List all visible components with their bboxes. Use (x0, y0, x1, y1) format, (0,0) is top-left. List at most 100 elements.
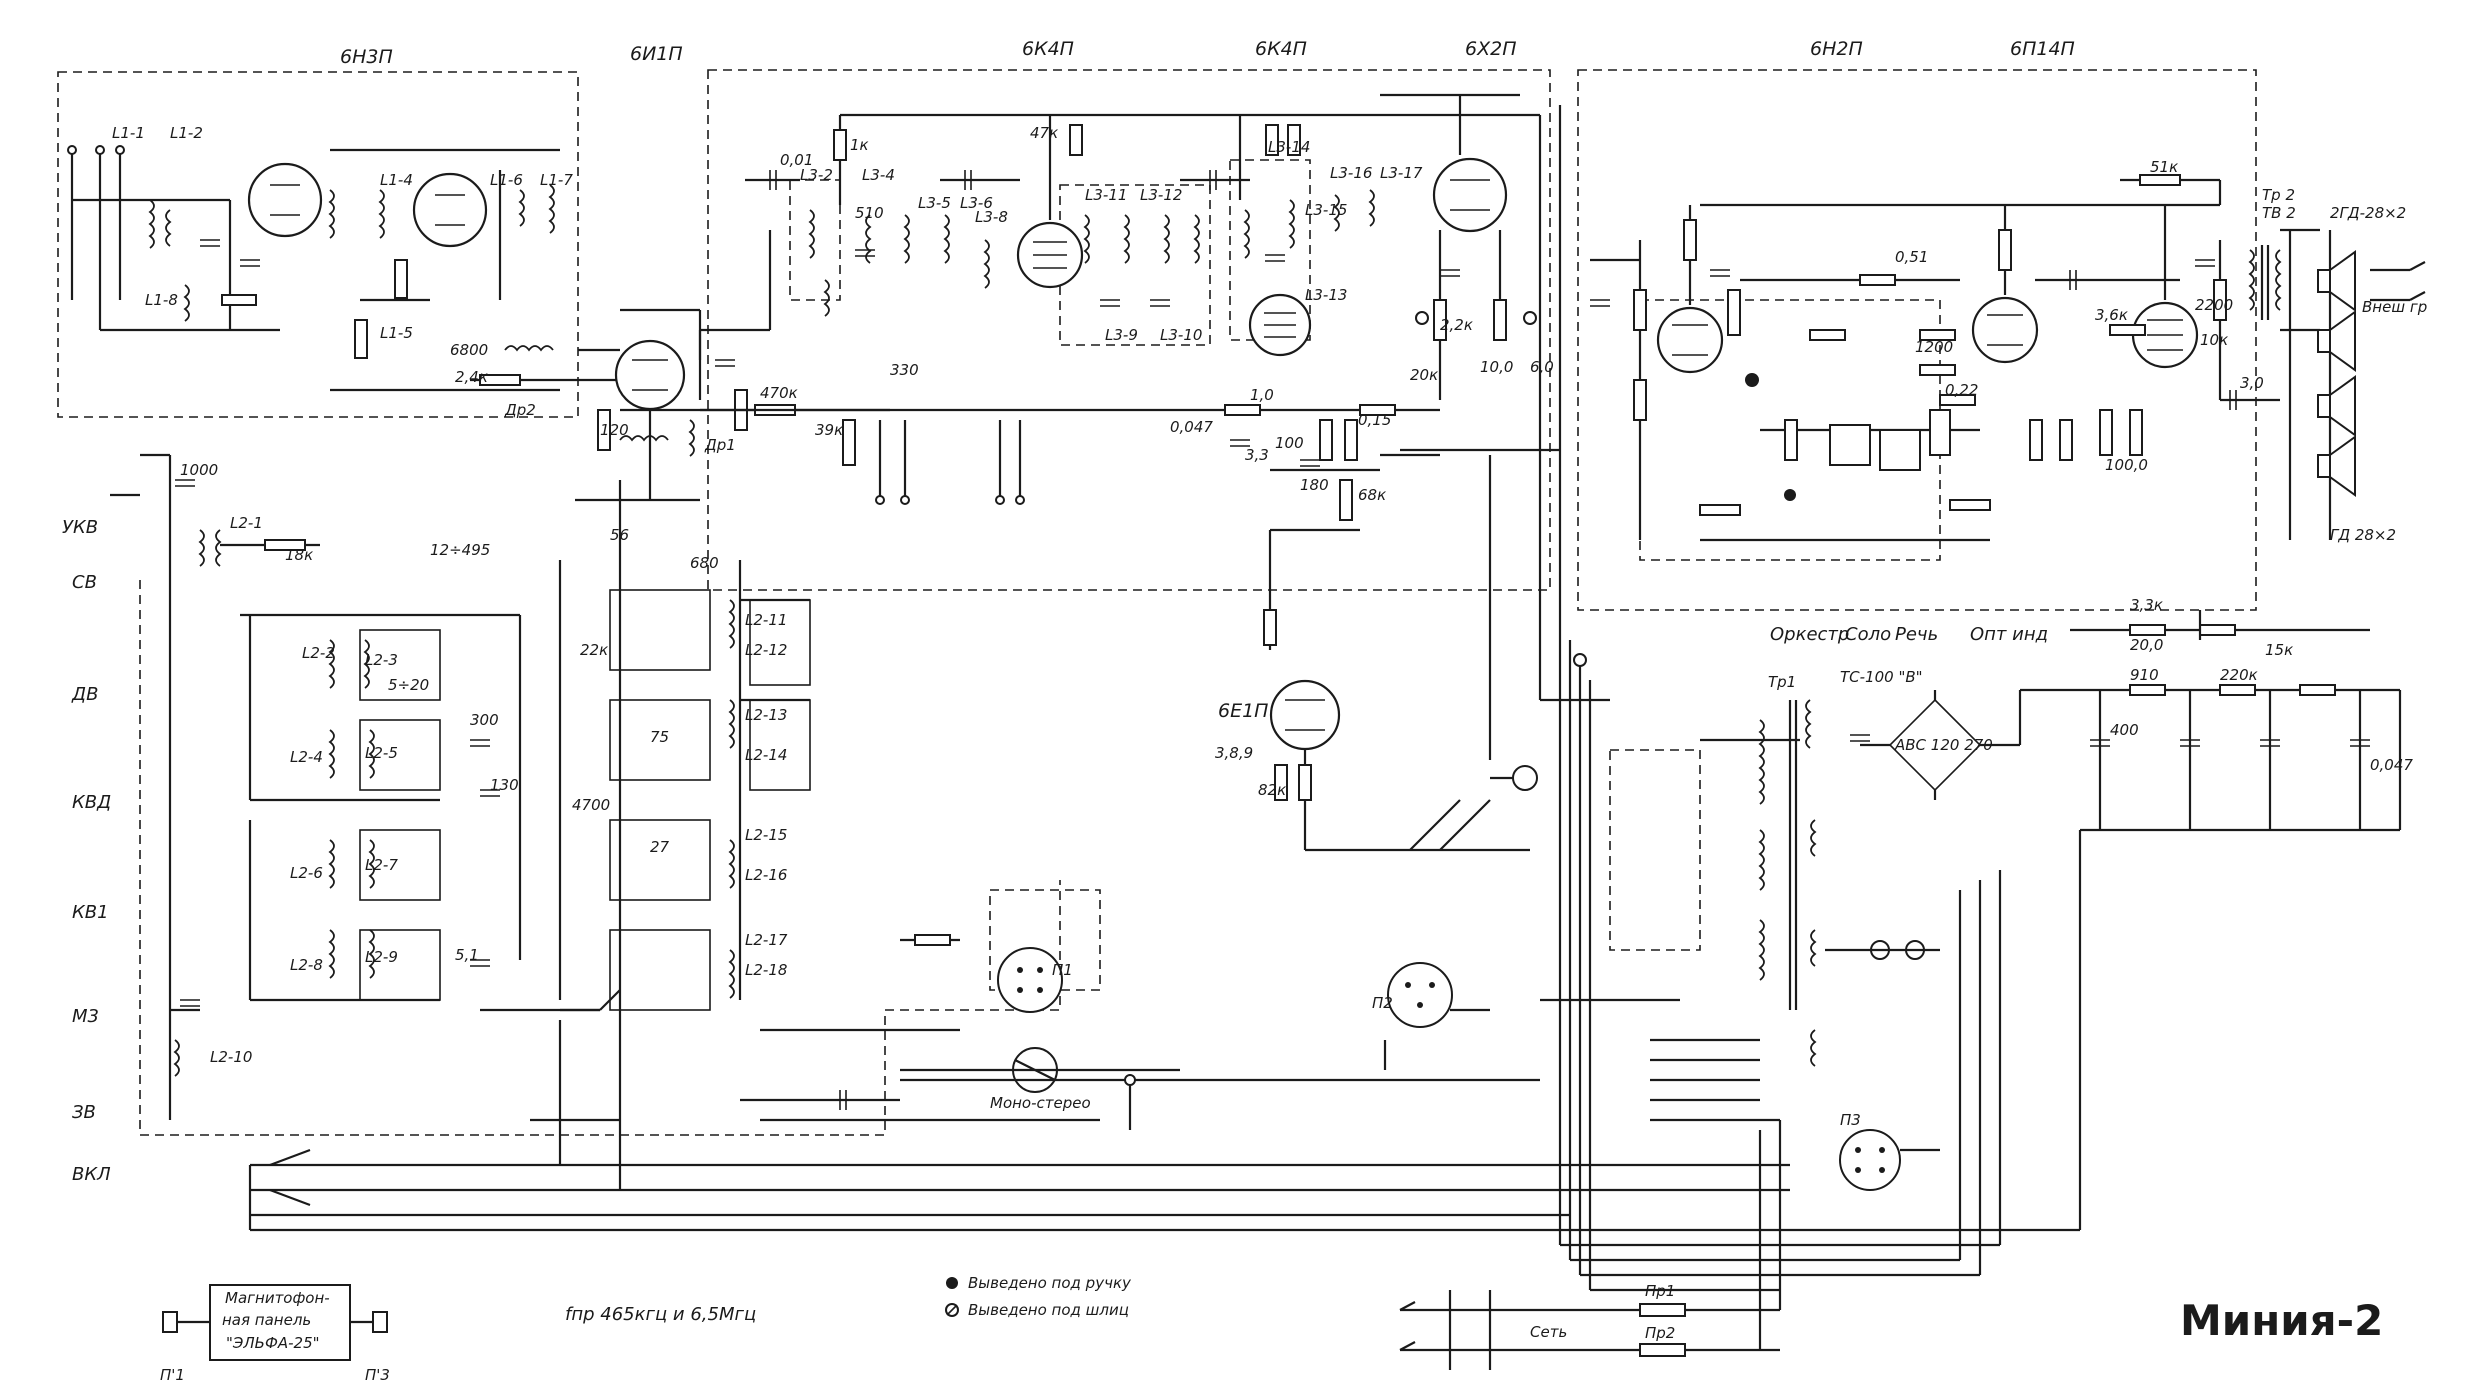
band-switch-section (110, 453, 811, 1122)
fuse2-label: Пр2 (1645, 1324, 1675, 1342)
band-label-dv: ДВ (71, 684, 98, 705)
tube-6x2p (1432, 157, 1508, 233)
cv-15: 68к (1358, 486, 1386, 504)
fuse1-label: Пр1 (1645, 1282, 1675, 1300)
voltage-selector-outline (1609, 749, 1701, 951)
speaker-4 (2317, 435, 2356, 497)
mains-label: Сеть (1530, 1323, 1567, 1341)
indicator-section (1263, 455, 1538, 852)
tape-panel-line3: "ЭЛЬФА-25" (226, 1334, 320, 1352)
speakers (2317, 250, 2426, 497)
cv-1: 1к (850, 136, 869, 154)
cv-89: 27 (650, 838, 670, 856)
band-label-kv1: КВ1 (72, 902, 109, 923)
tube-6i1p (614, 339, 686, 411)
cv-37: 0,047 (2370, 756, 2413, 774)
cv-18: 20к (1410, 366, 1438, 384)
cv-30: 3,0 (2240, 374, 2264, 392)
cv-81: 12÷495 (430, 541, 490, 559)
external-speaker-label: Внеш гр (2362, 298, 2427, 316)
cv-41: L2-2 (302, 644, 335, 662)
cv-16: 0,047 (1170, 418, 1213, 436)
fuse-pr2 (1639, 1343, 1686, 1357)
cv-71: L3-10 (1160, 326, 1202, 344)
mixer-section (575, 230, 890, 502)
legend-handle-text: Выведено под ручку (968, 1274, 1132, 1292)
transformer-label: Тр1 (1768, 673, 1796, 691)
cv-32: 20,0 (2130, 636, 2163, 654)
cv-77: L3-16 (1330, 164, 1372, 182)
cv-49: L2-10 (210, 1048, 252, 1066)
tape-panel-plug2: П'3 (365, 1366, 390, 1384)
cv-51: L2-12 (745, 641, 787, 659)
tone-label-solo: Соло (1845, 624, 1891, 645)
legend-handle-symbol (946, 1277, 958, 1289)
cv-76: L3-15 (1305, 201, 1347, 219)
tape-input-section (740, 934, 1540, 1130)
cv-17: 1,0 (1250, 386, 1274, 404)
cv-22: 0,51 (1895, 248, 1928, 266)
if-section (620, 93, 1542, 700)
tube-6e1p (1269, 679, 1341, 751)
cv-63: L1-7 (540, 171, 573, 189)
cv-45: L2-6 (290, 864, 323, 882)
cv-84: 5÷20 (388, 676, 429, 694)
rectifier-label: АВС 120 270 (1894, 736, 1993, 754)
cv-48: L2-9 (365, 948, 398, 966)
tape-panel-line1: Магнитофон- (225, 1289, 330, 1307)
cv-67: L3-5 (918, 194, 951, 212)
socket-p3[interactable] (1839, 1129, 1901, 1191)
cv-56: L2-17 (745, 931, 788, 949)
socket-p2[interactable] (1387, 962, 1453, 1028)
cv-87: 4700 (572, 796, 610, 814)
label-tube-6n2p: 6Н2П (1810, 38, 1863, 60)
tape-panel-plug1: П'1 (160, 1366, 185, 1384)
cv-68: L3-6 (960, 194, 993, 212)
cv-55: L2-16 (745, 866, 787, 884)
cv-11: 22к (580, 641, 608, 659)
interconnect-bus (248, 105, 2082, 1350)
cv-66: L3-4 (862, 166, 895, 184)
schematic-title: Миния-2 (2180, 1296, 2383, 1345)
choke-dr1-label: Др1 (704, 436, 736, 454)
cv-53: L2-14 (745, 746, 787, 764)
cv-42: L2-3 (365, 651, 398, 669)
cv-6: 6800 (450, 341, 488, 359)
cv-35: 220к (2220, 666, 2258, 684)
cv-72: L3-11 (1085, 186, 1127, 204)
if-frequency-note: fпр 465кгц и 6,5Мгц (565, 1304, 756, 1325)
af-section (1590, 174, 2332, 542)
label-tube-6e1p: 6Е1П (1218, 700, 1268, 722)
band-label-m3: М3 (72, 1006, 99, 1027)
choke-dr2-label: Др2 (504, 401, 536, 419)
cv-60: L1-4 (380, 171, 413, 189)
cv-0: 0,01 (780, 151, 813, 169)
cv-31: 3,3к (2130, 596, 2163, 614)
cv-75: L3-14 (1268, 138, 1310, 156)
cv-39: 3,8,9 (1215, 744, 1253, 762)
cv-78: L3-17 (1380, 164, 1423, 182)
cv-2: 47к (1030, 124, 1058, 142)
cv-21: 6,0 (1530, 358, 1554, 376)
cv-57: L2-18 (745, 961, 787, 979)
cv-70: L3-9 (1105, 326, 1138, 344)
cv-5: 100 (1275, 434, 1304, 452)
cv-44: L2-5 (365, 744, 398, 762)
cv-12: 3,3 (1245, 446, 1269, 464)
cv-47: L2-8 (290, 956, 323, 974)
cv-40: L2-1 (230, 514, 263, 532)
label-tube-6p14p: 6П14П (2010, 38, 2075, 60)
l3-box1 (789, 179, 841, 301)
cv-80: 1000 (180, 461, 218, 479)
cv-14: 0,15 (1358, 411, 1391, 429)
block-outlines (57, 69, 2257, 1136)
label-tube-6n3p: 6Н3П (340, 46, 393, 68)
cv-54: L2-15 (745, 826, 787, 844)
cv-43: L2-4 (290, 748, 323, 766)
tube-6n2p-b (1971, 296, 2039, 364)
tape-panel (162, 1284, 388, 1361)
socket-p3-label: П3 (1840, 1111, 1861, 1129)
cv-52: L2-13 (745, 706, 787, 724)
cv-46: L2-7 (365, 856, 398, 874)
socket-p1[interactable] (997, 947, 1063, 1013)
